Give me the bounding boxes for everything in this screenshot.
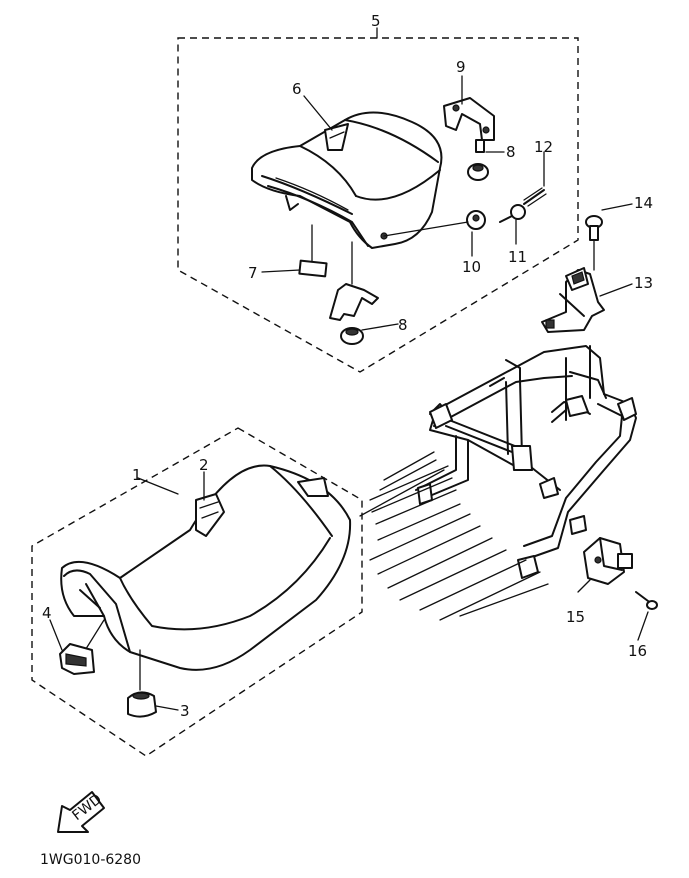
label-part-2: 2 xyxy=(199,456,209,474)
group-5-outline xyxy=(177,37,579,373)
part-labels: 1 2 3 4 5 6 7 8 8 9 10 11 12 13 14 15 16… xyxy=(40,12,653,868)
rear-seat-cowl xyxy=(251,111,443,249)
leader-lines xyxy=(49,27,649,711)
label-part-1: 1 xyxy=(132,466,142,484)
label-part-10: 10 xyxy=(462,258,481,276)
bracket-9 xyxy=(443,97,495,141)
label-part-6: 6 xyxy=(292,80,302,98)
screw-16 xyxy=(635,591,658,610)
group-1-outline xyxy=(31,427,363,757)
screw-11 xyxy=(499,204,526,223)
lower-bracket xyxy=(329,241,379,321)
label-part-11: 11 xyxy=(508,248,527,266)
damper-3 xyxy=(127,649,157,718)
label-part-8-upper: 8 xyxy=(506,143,516,161)
screw-12 xyxy=(523,187,547,207)
label-part-12: 12 xyxy=(534,138,553,156)
grommet-8-lower xyxy=(340,327,364,345)
seat-lock-15 xyxy=(583,537,633,585)
label-part-15: 15 xyxy=(566,608,585,626)
pad-6 xyxy=(324,123,349,151)
label-part-16: 16 xyxy=(628,642,647,660)
bolt-14 xyxy=(585,215,603,241)
grommet-8-upper xyxy=(467,163,489,181)
label-part-3: 3 xyxy=(180,702,190,720)
damper-4 xyxy=(59,619,105,675)
label-part-5: 5 xyxy=(371,12,381,30)
label-part-9: 9 xyxy=(456,58,466,76)
label-part-14: 14 xyxy=(634,194,653,212)
bracket-13 xyxy=(541,239,605,333)
bolt-9 xyxy=(475,139,485,153)
collar-10 xyxy=(466,210,486,230)
label-part-8-lower: 8 xyxy=(398,316,408,334)
diagram-code: 1WG010-6280 xyxy=(40,852,141,868)
label-part-7: 7 xyxy=(248,264,258,282)
fwd-arrow-icon: FWD xyxy=(57,791,105,833)
pad-2 xyxy=(195,493,225,537)
frame xyxy=(359,345,637,621)
label-part-4: 4 xyxy=(42,604,52,622)
label-part-13: 13 xyxy=(634,274,653,292)
pad-7 xyxy=(298,224,328,278)
